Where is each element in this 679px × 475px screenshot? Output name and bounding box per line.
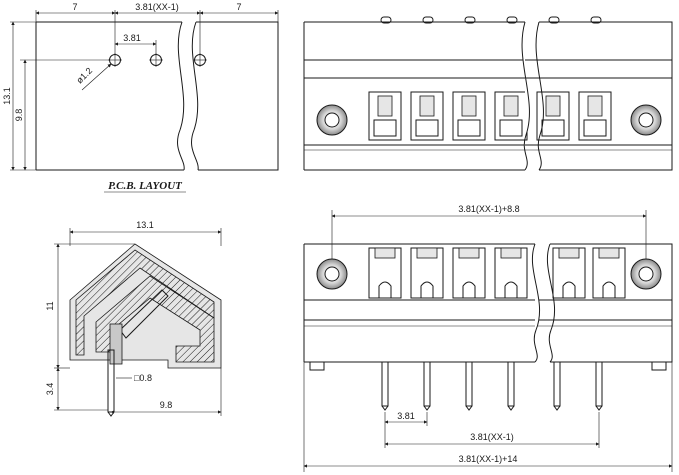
front-dim-pitch: 3.81 — [397, 411, 415, 421]
top-screw-bump — [590, 16, 602, 24]
front-pin — [423, 361, 431, 411]
front-terminal — [552, 247, 586, 299]
pcb-layout-view: 7 3.81(XX-1) 7 3.81 ø1.2 13.1 9.8 P.C.B.… — [2, 2, 279, 193]
terminal-slot — [536, 91, 570, 141]
front-view: 3.81(XX-1)+8.8 3.81 — [303, 204, 673, 472]
front-dim-total: 3.81(XX-1)+14 — [459, 454, 518, 464]
front-flange-screw-right — [630, 258, 662, 290]
flange-screw-left — [316, 104, 348, 136]
front-terminal — [494, 247, 528, 299]
front-pin — [381, 361, 389, 411]
top-screw-bump — [548, 16, 560, 24]
terminal-slot — [452, 91, 486, 141]
top-view — [303, 16, 673, 171]
front-terminal — [592, 247, 626, 299]
pcb-hole — [193, 53, 207, 67]
front-dim-pins-span: 3.81(XX-1) — [470, 432, 514, 442]
front-pin — [553, 361, 561, 411]
terminal-slot — [410, 91, 444, 141]
side-dim-pin-len: 3.4 — [45, 383, 55, 396]
terminal-slot — [578, 91, 612, 141]
pcb-dim-height: 13.1 — [2, 87, 12, 105]
front-terminal — [410, 247, 444, 299]
front-pin — [595, 361, 603, 411]
front-flange-screw-left — [316, 258, 348, 290]
front-terminal — [368, 247, 402, 299]
front-pin — [465, 361, 473, 411]
pcb-dim-left-margin: 7 — [72, 2, 77, 12]
flange-screw-right — [630, 104, 662, 136]
side-dim-pin-section: □0.8 — [134, 373, 152, 383]
top-screw-bump — [464, 16, 476, 24]
side-dim-height: 11 — [45, 301, 55, 310]
pcb-dim-right-margin: 7 — [236, 2, 241, 12]
pcb-dim-hole-offset: 9.8 — [14, 109, 24, 122]
pcb-dim-pitch-total: 3.81(XX-1) — [135, 2, 179, 12]
top-screw-bump — [380, 16, 392, 24]
top-screw-bump — [422, 16, 434, 24]
top-screw-bump — [506, 16, 518, 24]
front-pin — [507, 361, 515, 411]
side-dim-width: 13.1 — [136, 220, 154, 230]
side-dim-pin-offset: 9.8 — [160, 400, 173, 410]
terminal-slot — [494, 91, 528, 141]
front-dim-flange-span: 3.81(XX-1)+8.8 — [458, 204, 519, 214]
front-terminal — [452, 247, 486, 299]
pcb-dim-pitch: 3.81 — [123, 33, 141, 43]
side-view: 13.1 11 3.4 □0.8 9.8 — [45, 220, 222, 417]
pcb-dim-hole: ø1.2 — [74, 66, 94, 86]
pcb-hole — [149, 53, 163, 67]
pcb-layout-title: P.C.B. LAYOUT — [108, 180, 183, 192]
terminal-slot — [368, 91, 402, 141]
